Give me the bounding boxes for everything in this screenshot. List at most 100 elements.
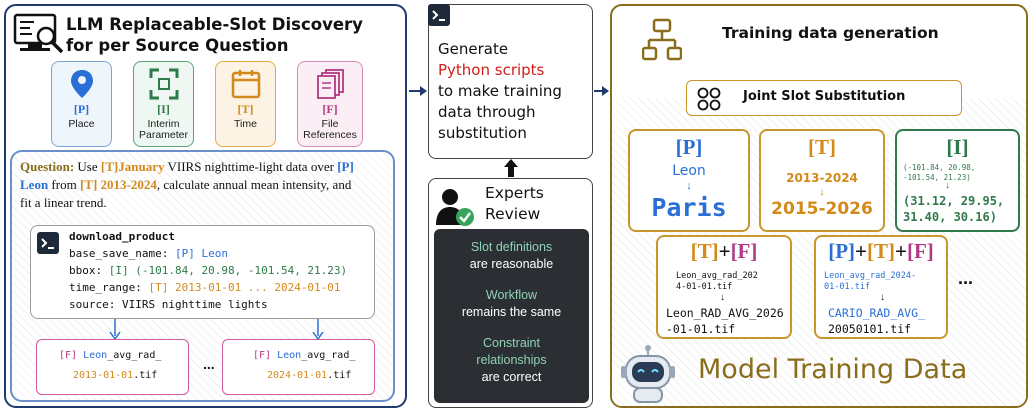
question-january: January: [118, 159, 165, 174]
tf-card-arrow: ↓: [720, 292, 725, 303]
review-2-a: Workflow: [485, 288, 538, 302]
review-3-b: are correct: [481, 370, 542, 384]
slot-label-interim-1: Interim: [147, 118, 180, 130]
interim-from-2: -101.54, 21.23): [903, 173, 971, 182]
code-val-2: (-101.84, 20.98, -101.54, 21.23): [135, 264, 348, 277]
code-val-3: 2013-01-01 ... 2024-01-01: [174, 281, 341, 294]
ptf-from-1: Leon_avg_rad_2024-: [824, 271, 917, 281]
code-key-1: base_save_name:: [69, 247, 175, 260]
ptf-card-from: Leon_avg_rad_2024- 01-01.tif: [824, 271, 916, 293]
review-1-a: Slot definitions: [470, 240, 553, 254]
question-text-4: , calculate annual mean intensity, and: [156, 177, 352, 192]
place-substitution-card: [P] Leon ↓ Paris: [628, 129, 750, 232]
question-text-5: fit a linear trend.: [20, 195, 107, 210]
ptf-plus-2: +: [895, 239, 907, 263]
slot-label-time: Time: [234, 118, 257, 130]
output-file-1-line1: [F] Leon_avg_rad_: [59, 350, 161, 361]
code-val-1: Leon: [201, 247, 228, 260]
time-substitution-card: [T] 2013-2024 ↓ 2015-2026: [759, 129, 885, 232]
output-file-2-line1: [F] Leon_avg_rad_: [253, 350, 355, 361]
code-key-2: bbox:: [69, 264, 109, 277]
tf-to-2: -01-01.tif: [666, 322, 736, 336]
place-time-file-substitution-card: [P]+[T]+[F] Leon_avg_rad_2024- 01-01.tif…: [814, 235, 948, 339]
question-tag-t: [T]: [100, 159, 119, 174]
question-prefix: Question:: [20, 159, 75, 174]
cards-ellipsis: ...: [958, 268, 974, 288]
model-training-data-label: Model Training Data: [698, 354, 968, 385]
time-card-arrow: ↓: [819, 186, 825, 198]
robot-icon: [621, 345, 675, 403]
code-func: download_product: [69, 230, 175, 243]
file-1-name: Leon: [83, 350, 108, 361]
file-1-ext: .tif: [133, 370, 158, 381]
arrow-left-to-middle: [409, 86, 427, 96]
code-line-3: time_range: [T] 2013-01-01 ... 2024-01-0…: [69, 281, 341, 294]
tf-plus: +: [718, 239, 731, 263]
review-3-a: Constraint: [483, 336, 540, 350]
code-line-2: bbox: [I] (-101.84, 20.98, -101.54, 21.2…: [69, 264, 347, 277]
ptf-to-2: 20050101.tif: [828, 322, 912, 336]
gen-line-2: Python scripts: [438, 61, 545, 79]
gen-line-4: data through: [438, 103, 536, 121]
interim-card-tag: [I]: [946, 135, 969, 159]
right-title: Training data generation: [722, 24, 939, 42]
tf-card-to: Leon_RAD_AVG_2026 -01-01.tif: [666, 305, 784, 337]
file-2-rest: _avg_rad_: [301, 350, 356, 361]
file-1-tag: [F]: [59, 350, 78, 361]
slot-label-place: Place: [68, 118, 95, 130]
interim-to-2: 31.40, 30.16): [903, 210, 997, 224]
panel-title-line1: LLM Replaceable-Slot Discovery: [66, 15, 363, 34]
slot-label-file-2: References: [303, 129, 357, 141]
file-1-date: 2013-01-01: [73, 370, 134, 381]
slot-label-interim-2: Parameter: [138, 129, 189, 141]
ptf-card-tags: [P]+[T]+[F]: [816, 239, 946, 264]
documents-icon: [317, 69, 344, 99]
gen-line-5: substitution: [438, 124, 527, 142]
ptf-from-2: 01-01.tif: [824, 282, 871, 292]
code-line-4: source: VIIRS nighttime lights: [69, 298, 268, 311]
review-item-1: Slot definitions are reasonable: [434, 239, 589, 273]
interim-card-to: (31.12, 29.95, 31.40, 30.16): [903, 193, 1004, 225]
question-text-2: VIIRS nighttime-light data over: [164, 159, 338, 174]
review-2-b: remains the same: [461, 305, 562, 319]
review-3-a2: relationships: [476, 353, 547, 367]
joint-substitution-box: Joint Slot Substitution: [686, 80, 962, 116]
slot-tag-time: [T]: [237, 102, 254, 116]
interim-card-arrow: ↓: [945, 180, 950, 191]
time-card-tag: [T]: [808, 135, 836, 159]
expert-person-icon: [436, 189, 474, 226]
file-2-date: 2024-01-01: [267, 370, 328, 381]
slot-card-time: [T] Time: [215, 61, 276, 147]
ptf-tag-1: [P]: [828, 239, 856, 263]
slot-tag-place: [P]: [73, 102, 90, 116]
slot-label-file-1: File: [321, 118, 339, 130]
slot-card-interim: [I] Interim Parameter: [133, 61, 194, 147]
question-tag-t2: [T]: [79, 177, 98, 192]
ptf-tag-3: [F]: [906, 239, 934, 263]
code-box: download_product base_save_name: [P] Leo…: [30, 225, 375, 319]
expert-title-1: Experts: [485, 184, 544, 202]
ptf-card-to: CARIO_RAD_AVG_ 20050101.tif: [828, 305, 925, 337]
ptf-plus-1: +: [855, 239, 867, 263]
gen-line-3: to make training: [438, 82, 562, 100]
tf-to-1: Leon_RAD_AVG_2026: [666, 306, 784, 320]
expert-title: Experts Review: [485, 183, 544, 225]
review-1-b: are reasonable: [469, 257, 554, 271]
flowchart-icon: [642, 18, 682, 61]
question-text: Question: Use [T]January VIIRS nighttime…: [20, 158, 390, 212]
review-item-3: Constraint relationships are correct: [434, 335, 589, 386]
arrow-review-to-generate: [504, 159, 518, 177]
time-card-to: 2015-2026: [771, 199, 873, 219]
gen-text: Generate Python scripts to make training…: [438, 39, 562, 144]
four-circles-icon: [697, 87, 721, 111]
ptf-tag-2: [T]: [867, 239, 895, 263]
output-file-1-line2: 2013-01-01.tif: [73, 370, 157, 381]
interim-to-1: (31.12, 29.95,: [903, 194, 1005, 208]
tf-card-from: Leon_avg_rad_202 4-01-01.tif: [676, 271, 758, 293]
file-2-ext: .tif: [327, 370, 352, 381]
code-tag-1: [P]: [174, 247, 195, 260]
joint-substitution-label: Joint Slot Substitution: [743, 89, 906, 104]
file-1-rest: _avg_rad_: [107, 350, 162, 361]
tf-from-1: Leon_avg_rad_202: [676, 271, 758, 281]
question-text-1: Use: [74, 159, 101, 174]
